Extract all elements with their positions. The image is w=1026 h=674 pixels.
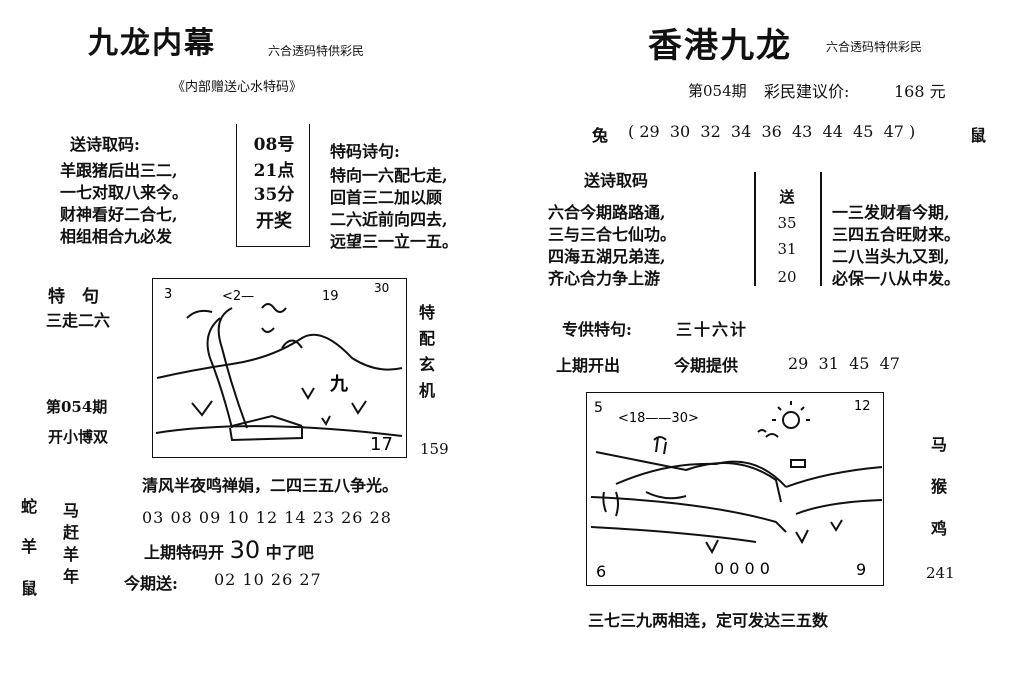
picture-mark: 6 (596, 562, 606, 581)
offer-numbers: 29 31 45 47 (788, 354, 900, 373)
draw-hour: 21点 (253, 161, 295, 181)
right-title: 香港九龙 (648, 26, 792, 66)
zodiac-end: 鼠 (970, 126, 987, 145)
box-right-rule (820, 172, 822, 286)
left-numbers: 03 08 09 10 12 14 23 26 28 (142, 508, 392, 527)
right-side-number: 241 (926, 564, 955, 582)
left-poem-header: 送诗取码: (70, 135, 140, 154)
left-side-number: 159 (420, 440, 449, 458)
zodiac-numbers: ( 29 30 32 34 36 43 44 45 47 ) (628, 122, 916, 141)
box-left-rule (754, 172, 756, 286)
picture-mark: 17 (370, 434, 393, 455)
right-side-3: 鸡 (930, 519, 947, 538)
poem-line: 必保一八从中发。 (832, 269, 961, 288)
poem-line: 三与三合七仙功。 (548, 225, 677, 244)
left-sketch (152, 278, 407, 458)
box-number: 20 (777, 268, 797, 286)
poem-line: 一七对取八来今。 (60, 183, 189, 202)
picture-mark: 九 (329, 374, 348, 395)
poem-line: 特向一六配七走, (330, 166, 448, 185)
open-text: 开小博双 (48, 428, 109, 446)
zodiac-left-1: 蛇 (20, 497, 37, 516)
right-poem-right: 一三发财看今期, 三四五合旺财来。 二八当头九又到, 必保一八从中发。 (832, 202, 960, 290)
left-subtitle: 六合透码特供彩民 (268, 44, 365, 58)
right-special-label: 专供特句: (562, 320, 632, 339)
left-verse: 清风半夜鸣禅娟，二四三五八争光。 (142, 476, 399, 495)
right-period: 第054期 (688, 82, 747, 100)
draw-number: 08号 (253, 135, 295, 155)
picture-mark: 3 (164, 287, 172, 302)
right-subtitle: 六合透码特供彩民 (826, 40, 923, 54)
last-period-suffix: 中了吧 (265, 543, 314, 562)
poem-line: 远望三一立一五。 (330, 232, 459, 251)
picture-mark: <2— (222, 289, 254, 304)
left-sketch-drawing: 3 <2— 19 30 九 17 (155, 281, 403, 455)
right-bottom-verse: 三七三九两相连，定可发达三五数 (588, 611, 829, 630)
picture-mark: 30 (374, 281, 389, 295)
picture-mark: 19 (322, 289, 339, 304)
left-side-vertical: 特配玄机 (418, 303, 435, 400)
poem-line: 二六近前向四去, (330, 210, 448, 229)
right-sketch (586, 392, 884, 586)
picture-mark: 5 (594, 400, 603, 416)
special-label: 特 句 (48, 287, 99, 307)
code-poem: 特向一六配七走, 回首三二加以顾 二六近前向四去, 远望三一立一五。 (330, 165, 458, 253)
right-sketch-drawing: 5 <18——30> 12 6 9 0 0 0 0 (590, 399, 883, 581)
box-label: 送 (779, 188, 795, 206)
left-title: 九龙内幕 (88, 26, 216, 61)
right-poem-header: 送诗取码 (584, 171, 649, 190)
draw-label: 开奖 (256, 211, 292, 232)
left-note: 《内部赠送心水特码》 (172, 80, 303, 95)
picture-mark: <18——30> (618, 411, 699, 426)
poem-line: 四海五湖兄弟连, (548, 247, 666, 266)
this-period-numbers: 02 10 26 27 (214, 570, 322, 589)
picture-mark: 9 (856, 560, 866, 579)
last-period-number: 30 (229, 536, 261, 564)
draw-time: 08号 21点 35分 开奖 (242, 131, 306, 237)
last-open: 上期开出 (556, 356, 621, 375)
poem-line: 齐心合力争上游 (548, 269, 661, 288)
poem-line: 二八当头九又到, (832, 247, 950, 266)
box-number: 31 (777, 240, 797, 258)
picture-mark: 0 0 0 0 (714, 559, 770, 578)
zodiac-start: 兔 (592, 126, 609, 145)
poem-line: 一三发财看今期, (832, 203, 950, 222)
poem-line: 三四五合旺财来。 (832, 225, 961, 244)
box-number: 35 (777, 214, 797, 232)
draw-minute: 35分 (253, 185, 295, 205)
draw-time-box (236, 124, 310, 247)
poem-line: 相组相合九必发 (60, 227, 173, 246)
picture-mark: 12 (854, 399, 871, 414)
poem-line: 回首三二加以顾 (330, 188, 443, 207)
zodiac-left-3: 鼠 (20, 579, 37, 598)
right-side-1: 马 (930, 435, 947, 454)
right-special-text: 三十六计 (676, 320, 749, 339)
left-period: 第054期 (46, 398, 108, 416)
poem-line: 财神看好二合七, (60, 205, 178, 224)
this-offer: 今期提供 (674, 356, 739, 375)
right-poem-left: 六合今期路路通, 三与三合七仙功。 四海五湖兄弟连, 齐心合力争上游 (548, 202, 676, 290)
right-side-2: 猴 (930, 477, 947, 496)
price-value: 168 元 (894, 82, 946, 101)
poem-line: 六合今期路路通, (548, 203, 666, 222)
zodiac-mid: 马赶羊年 (62, 501, 79, 586)
left-poem: 羊跟猪后出三二, 一七对取八来今。 财神看好二合七, 相组相合九必发 (60, 160, 188, 248)
zodiac-left-2: 羊 (20, 537, 37, 556)
special-text: 三走二六 (46, 311, 111, 330)
price-label: 彩民建议价: (764, 82, 850, 101)
poem-line: 羊跟猪后出三二, (60, 161, 178, 180)
code-poem-header: 特码诗句: (330, 142, 400, 161)
last-period-prefix: 上期特码开 (144, 543, 225, 562)
box-numbers: 送 35 31 20 (764, 184, 810, 292)
this-period-label: 今期送: (124, 574, 178, 593)
last-period-line: 上期特码开 30 中了吧 (144, 536, 314, 564)
